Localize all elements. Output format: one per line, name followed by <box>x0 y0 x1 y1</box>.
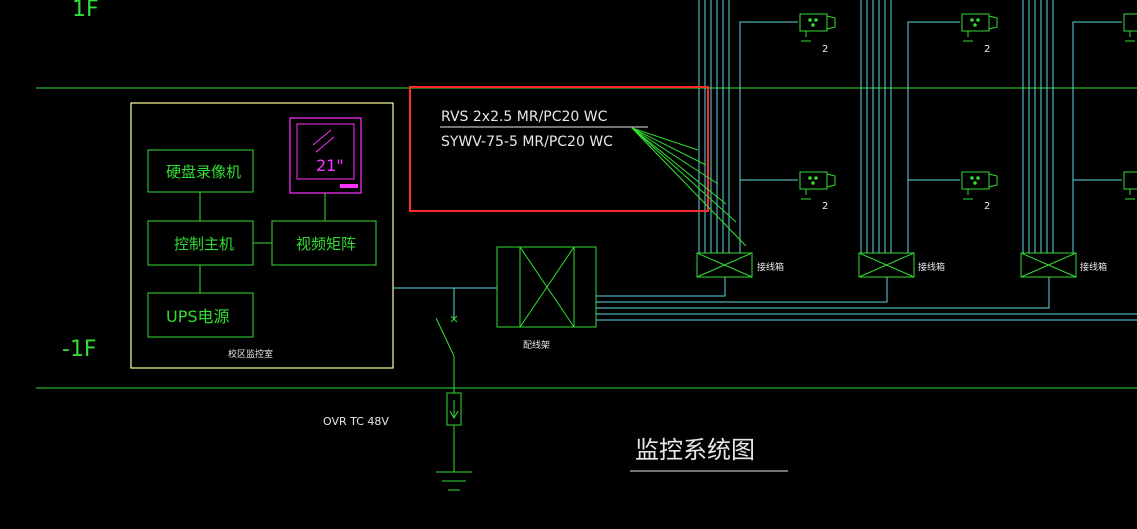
camera-count: 2 <box>822 44 828 55</box>
riser-group-1 <box>698 0 798 253</box>
camera-icon-partial <box>1123 171 1137 200</box>
camera-count: 2 <box>984 201 990 212</box>
camera-count: 2 <box>984 44 990 55</box>
leader-lines <box>631 127 747 247</box>
camera-icon-partial <box>1123 13 1137 42</box>
cable-spec-line-1: RVS 2x2.5 MR/PC20 WC <box>441 109 608 125</box>
monitor-size: 21" <box>316 156 344 175</box>
junction-box-2 <box>858 252 915 278</box>
junction-box-label-1: 接线箱 <box>757 261 784 273</box>
switch-symbol <box>435 315 472 491</box>
distribution-frame <box>496 246 597 328</box>
surge-protector-label: OVR TC 48V <box>323 415 389 428</box>
camera-count: 2 <box>822 201 828 212</box>
ups-label: UPS电源 <box>166 307 230 326</box>
junction-box-label-2: 接线箱 <box>918 261 945 273</box>
control-room-outline <box>130 102 394 369</box>
cable-spec-line-2: SYWV-75-5 MR/PC20 WC <box>441 134 613 150</box>
riser-group-2 <box>860 0 960 253</box>
control-room-label: 校区监控室 <box>228 348 273 360</box>
host-label: 控制主机 <box>174 235 234 253</box>
diagram-title: 监控系统图 <box>635 436 755 464</box>
arrester-icon <box>449 400 459 420</box>
feeder-lines <box>596 277 1137 321</box>
camera-icon <box>961 171 998 200</box>
camera-icon <box>961 13 998 42</box>
riser-group-3 <box>1022 0 1122 253</box>
junction-box-3 <box>1020 252 1077 278</box>
floor-label-1f: 1F <box>72 0 99 22</box>
distribution-frame-label: 配线架 <box>523 339 550 351</box>
junction-box-label-3: 接线箱 <box>1080 261 1107 273</box>
camera-icon <box>799 171 836 200</box>
floor-label-b1f: -1F <box>62 337 97 362</box>
dvr-label: 硬盘录像机 <box>166 163 241 181</box>
junction-box-1 <box>696 252 753 278</box>
monitor-icon <box>289 117 362 194</box>
highlight-box <box>409 86 709 212</box>
matrix-label: 视频矩阵 <box>296 235 356 253</box>
camera-icon <box>799 13 836 42</box>
